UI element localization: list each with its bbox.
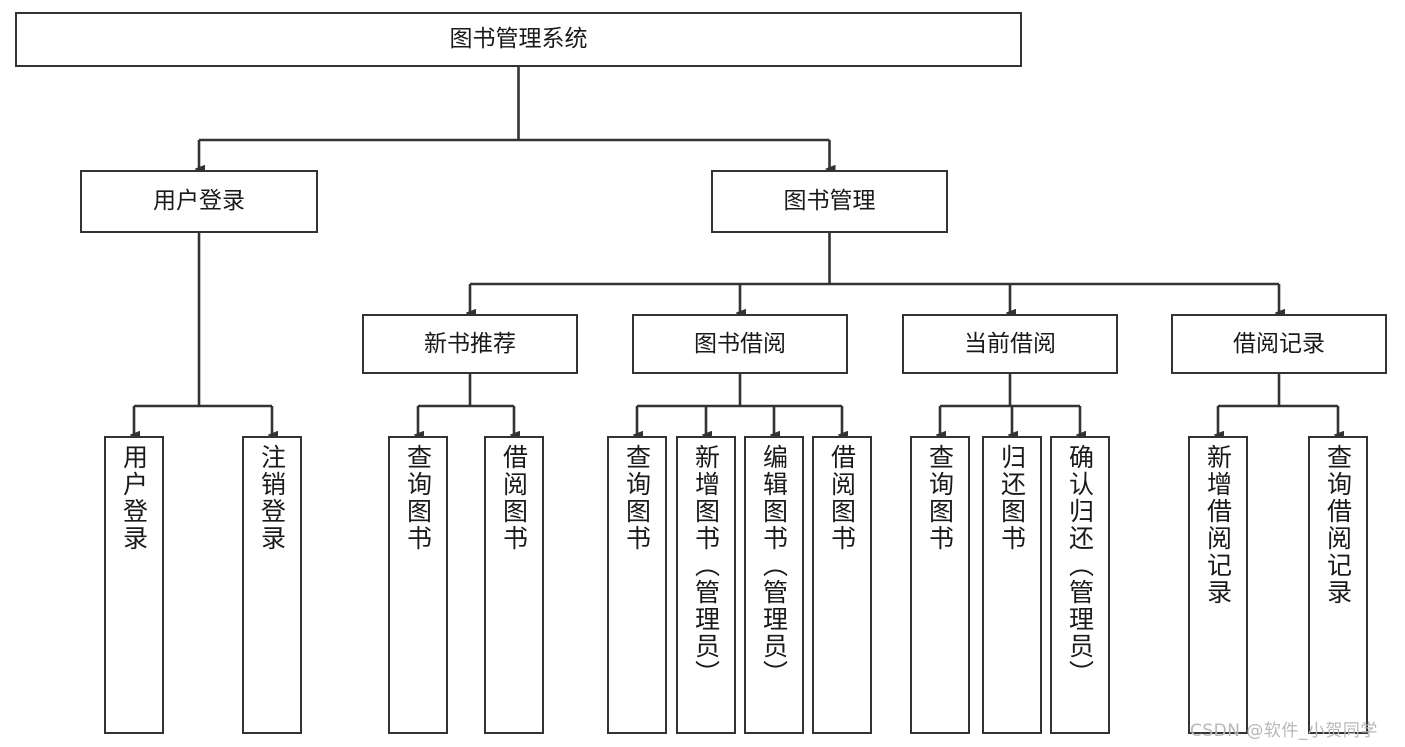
node-l2[interactable]: 注销登录: [242, 436, 302, 734]
node-label: 新增图书（管理员）: [691, 444, 721, 687]
node-l9[interactable]: 查询图书: [910, 436, 970, 734]
node-borrow[interactable]: 图书借阅: [632, 314, 848, 374]
node-l11[interactable]: 确认归还（管理员）: [1050, 436, 1110, 734]
node-label: 借阅图书: [499, 444, 529, 552]
node-l5[interactable]: 查询图书: [607, 436, 667, 734]
node-label: 新增借阅记录: [1203, 444, 1233, 606]
node-login[interactable]: 用户登录: [80, 170, 318, 233]
node-label: 用户登录: [119, 444, 149, 552]
node-newbook[interactable]: 新书推荐: [362, 314, 578, 374]
node-label: 当前借阅: [964, 330, 1056, 357]
node-label: 借阅图书: [827, 444, 857, 552]
node-root[interactable]: 图书管理系统: [15, 12, 1022, 67]
node-l13[interactable]: 查询借阅记录: [1308, 436, 1368, 734]
node-label: 注销登录: [257, 444, 287, 552]
node-label: 查询借阅记录: [1323, 444, 1353, 606]
node-records[interactable]: 借阅记录: [1171, 314, 1387, 374]
node-label: 确认归还（管理员）: [1065, 444, 1095, 687]
node-label: 归还图书: [997, 444, 1027, 552]
node-label: 新书推荐: [424, 330, 516, 357]
node-label: 查询图书: [622, 444, 652, 552]
node-l3[interactable]: 查询图书: [388, 436, 448, 734]
node-l6[interactable]: 新增图书（管理员）: [676, 436, 736, 734]
node-l1[interactable]: 用户登录: [104, 436, 164, 734]
node-label: 图书管理: [783, 188, 876, 215]
node-label: 用户登录: [153, 188, 245, 215]
node-label: 图书管理系统: [449, 26, 588, 53]
node-l10[interactable]: 归还图书: [982, 436, 1042, 734]
node-label: 查询图书: [403, 444, 433, 552]
node-l7[interactable]: 编辑图书（管理员）: [744, 436, 804, 734]
node-label: 图书借阅: [694, 330, 786, 357]
node-l4[interactable]: 借阅图书: [484, 436, 544, 734]
node-bookmgr[interactable]: 图书管理: [711, 170, 948, 233]
node-label: 查询图书: [925, 444, 955, 552]
node-label: 借阅记录: [1233, 330, 1325, 357]
node-l8[interactable]: 借阅图书: [812, 436, 872, 734]
node-l12[interactable]: 新增借阅记录: [1188, 436, 1248, 734]
node-label: 编辑图书（管理员）: [759, 444, 789, 687]
node-current[interactable]: 当前借阅: [902, 314, 1118, 374]
